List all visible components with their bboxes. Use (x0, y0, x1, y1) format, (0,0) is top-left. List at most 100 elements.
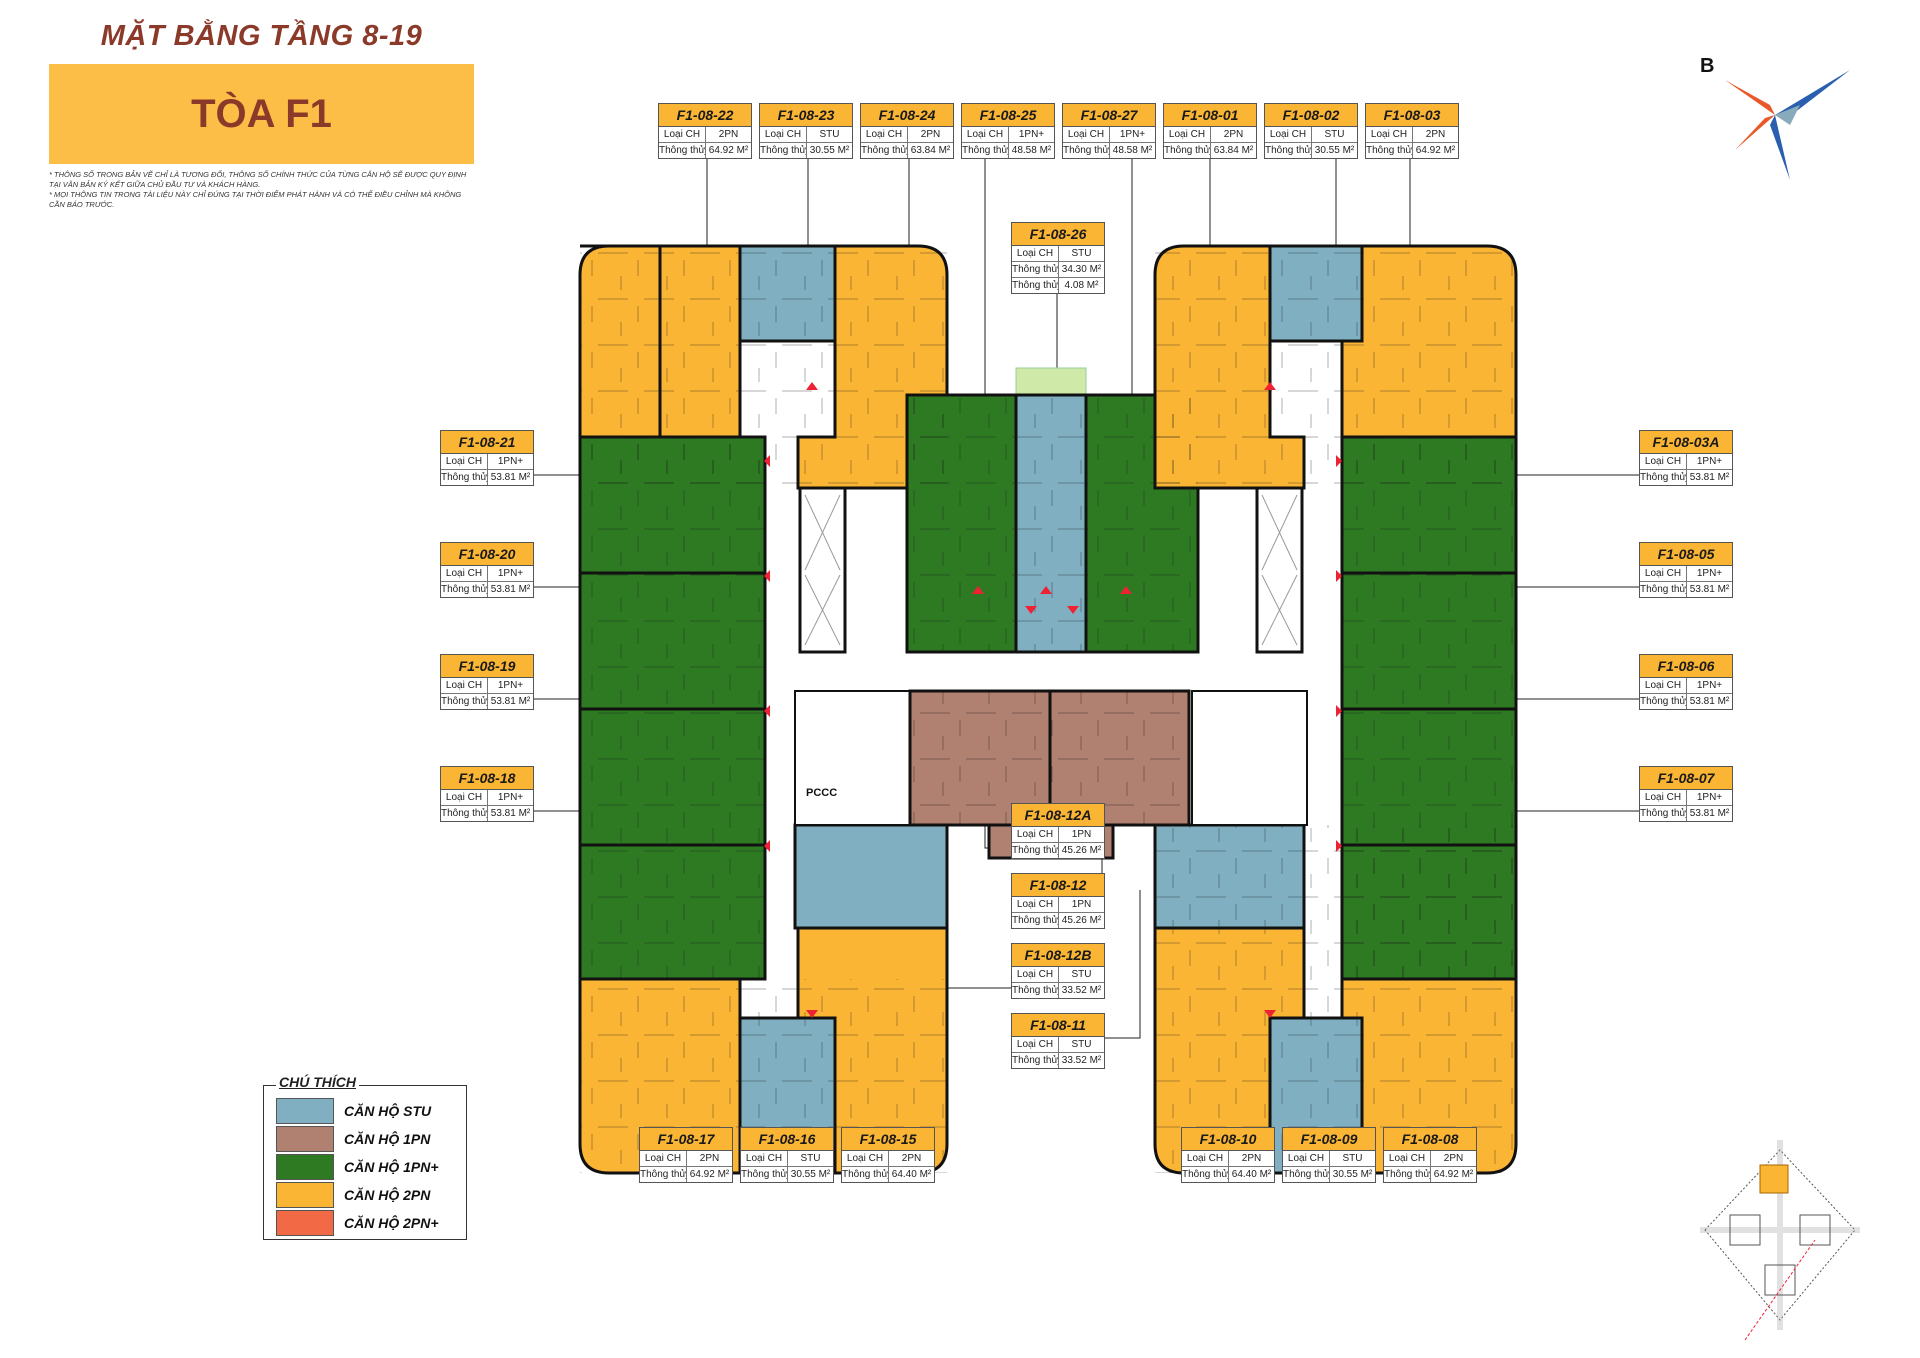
type-row: Loại CH STU (1012, 967, 1104, 983)
unit-area: 30.55 M² (1332, 1169, 1373, 1180)
area-key: Thông thủy (741, 1167, 788, 1182)
unit-code: F1-08-26 (1012, 223, 1104, 246)
legend-swatch (276, 1210, 334, 1236)
area-key: Thông thủy (760, 143, 807, 158)
legend-label: CĂN HỘ 1PN (344, 1131, 431, 1147)
type-key: Loại CH (1012, 246, 1059, 261)
type-key: Loại CH (741, 1151, 788, 1166)
unit-type: STU (1071, 969, 1092, 980)
unit-area: 53.81 M² (1689, 808, 1730, 819)
unit-area: 53.81 M² (490, 808, 531, 819)
type-key: Loại CH (1012, 967, 1059, 982)
unit-area: 63.84 M² (910, 145, 951, 156)
unit-code: F1-08-23 (760, 104, 852, 127)
legend-item: CĂN HỘ 2PN (276, 1182, 430, 1208)
type-key: Loại CH (1063, 127, 1110, 142)
unit-area: 53.81 M² (1689, 472, 1730, 483)
balcony-f1-08-26 (1015, 367, 1087, 396)
area-key: Thông thủy (1164, 143, 1211, 158)
unit-area: 48.58 M² (1011, 145, 1052, 156)
unit-area: 53.81 M² (1689, 584, 1730, 595)
note-2: * MỌI THÔNG TIN TRONG TÀI LIỆU NÀY CHỈ Đ… (49, 190, 462, 209)
unit-code: F1-08-19 (441, 655, 533, 678)
unit-area: 33.52 M² (1061, 1055, 1102, 1066)
unit-code: F1-08-16 (741, 1128, 833, 1151)
type-key: Loại CH (1265, 127, 1312, 142)
compass-icon: B (1700, 55, 1850, 180)
compass-label: B (1700, 55, 1714, 77)
legend-swatch (276, 1154, 334, 1180)
type-key: Loại CH (1640, 566, 1687, 581)
area-key: Thông thủy (441, 582, 488, 597)
type-key: Loại CH (1012, 827, 1059, 842)
elevator-right (1255, 486, 1304, 654)
unit-code: F1-08-05 (1640, 543, 1732, 566)
area-key: Thông thủy (1265, 143, 1312, 158)
area-key: Thông thủy (1012, 843, 1059, 858)
unit-area: 53.81 M² (1689, 696, 1730, 707)
entrance-markers (764, 382, 1342, 1018)
area-key: Thông thủy (1182, 1167, 1229, 1182)
legend-item: CĂN HỘ 1PN (276, 1126, 430, 1152)
unit-area: 30.55 M² (809, 145, 850, 156)
unit-type: STU (1342, 1153, 1363, 1164)
area-key: Thông thủy (1640, 806, 1687, 821)
area-key: Thông thủy (1012, 983, 1059, 998)
unit-type: 1PN+ (1696, 792, 1723, 803)
area-key: Thông thủy (1012, 1053, 1059, 1068)
unit-area: 64.40 M² (1231, 1169, 1272, 1180)
area-key: Thông thủy (842, 1167, 889, 1182)
type-key: Loại CH (842, 1151, 889, 1166)
unit-code: F1-08-11 (1012, 1014, 1104, 1037)
area-key: Thông thủy (640, 1167, 687, 1182)
type-key: Loại CH (962, 127, 1009, 142)
type-key: Loại CH (1640, 678, 1687, 693)
unit-area: 53.81 M² (490, 472, 531, 483)
unit-type: 1PN+ (1696, 456, 1723, 467)
